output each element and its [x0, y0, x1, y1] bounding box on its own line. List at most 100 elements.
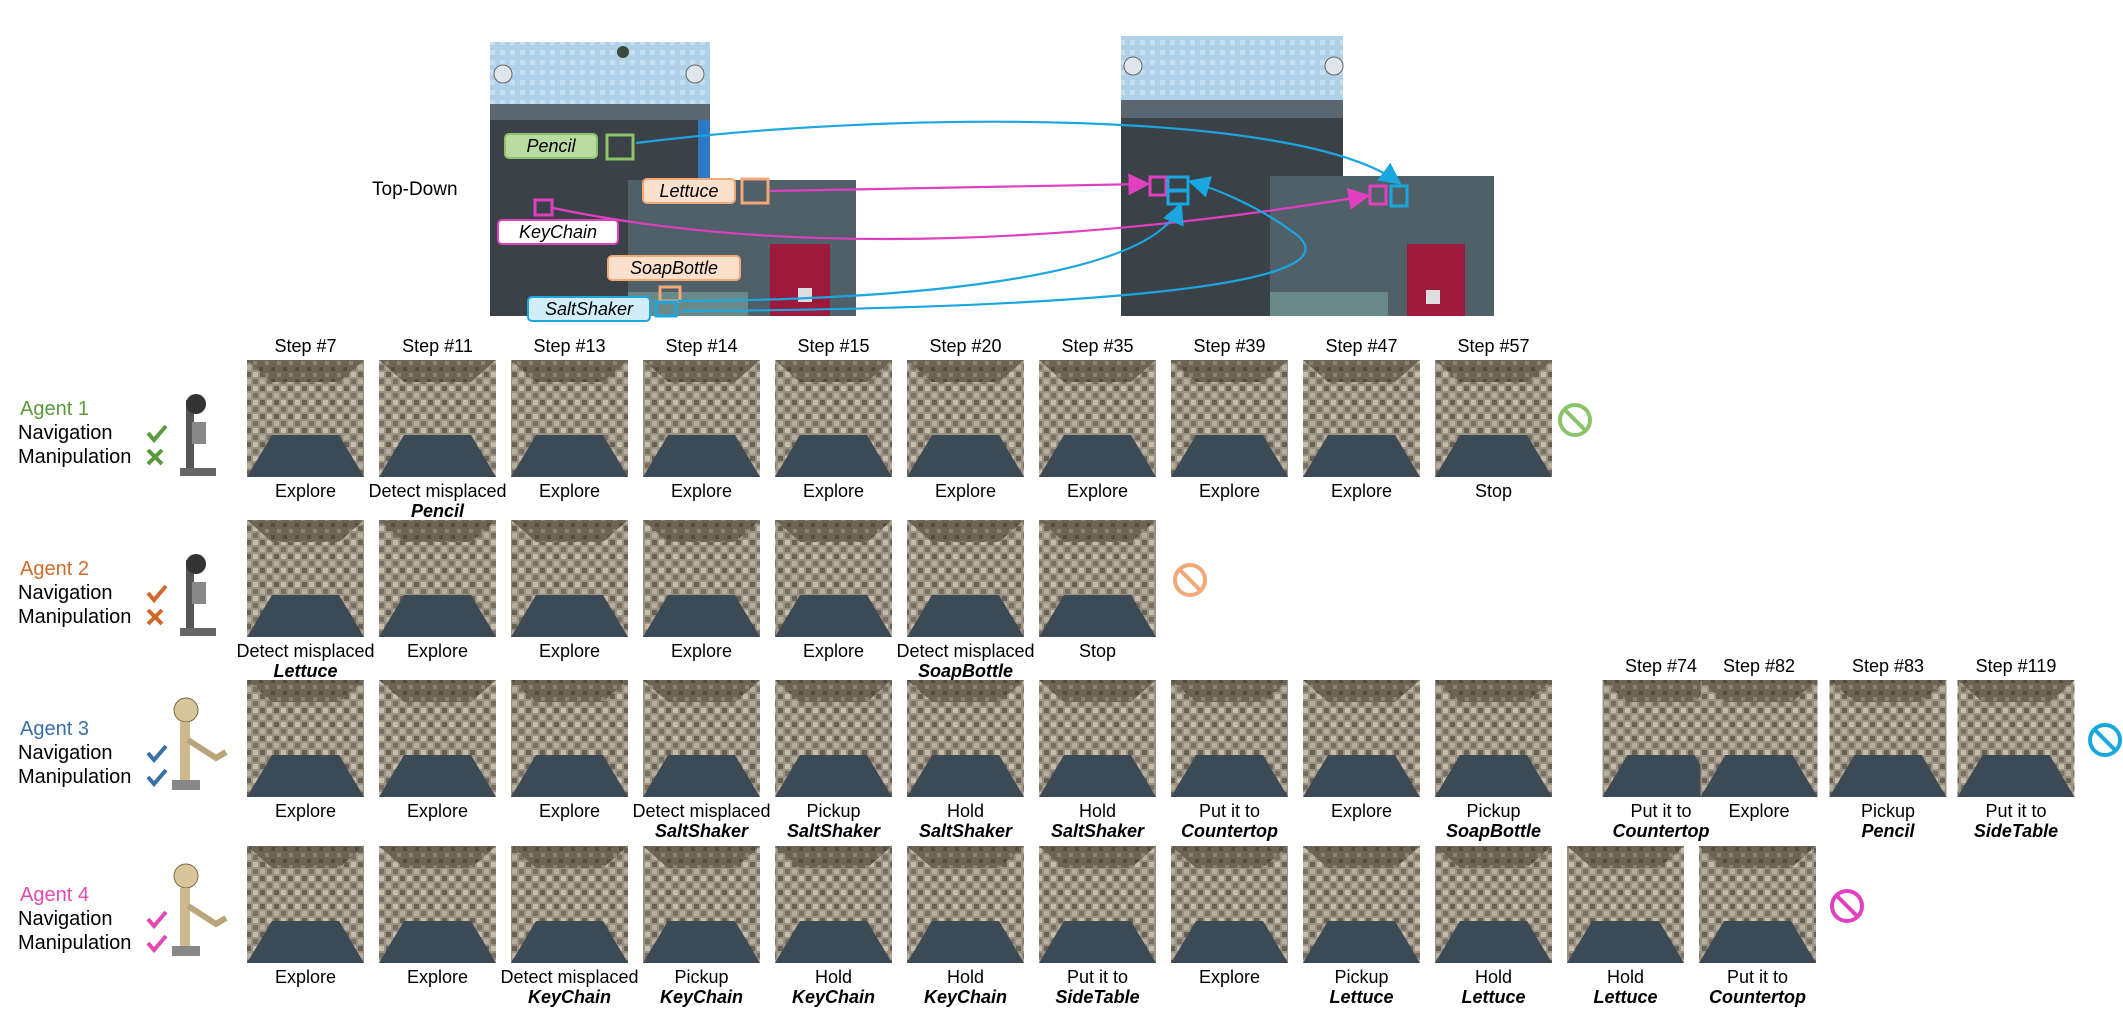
egocentric-frame	[643, 360, 760, 477]
action-label: Explore	[1199, 967, 1260, 987]
egocentric-frame	[1303, 360, 1420, 477]
action-label: Explore	[407, 967, 468, 987]
egocentric-frame	[907, 846, 1024, 963]
step-cell: Explore	[511, 680, 628, 821]
svg-text:SaltShaker: SaltShaker	[545, 299, 634, 319]
action-label: Hold	[1475, 967, 1512, 987]
check-icon	[146, 934, 168, 954]
action-label: Explore	[539, 481, 600, 501]
step-cell: Step #7 Explore	[247, 336, 364, 501]
object-tag-keychain: KeyChain	[497, 198, 619, 245]
navigation-label: Navigation	[18, 742, 113, 764]
agent-name: Agent 3	[20, 718, 89, 740]
step-cell: Explore	[379, 846, 496, 987]
object-tag-lettuce: Lettuce	[642, 177, 770, 205]
check-icon	[146, 910, 168, 930]
robot-stretch-icon	[180, 554, 216, 636]
action-label: Detect misplaced	[632, 801, 770, 821]
arrow-lettuce	[769, 173, 1151, 196]
step-cell: Explore	[511, 520, 628, 661]
object-label: Countertop	[1613, 821, 1710, 841]
step-cell: Explore	[643, 520, 760, 661]
egocentric-frame	[1700, 680, 1818, 797]
egocentric-frame	[511, 846, 628, 963]
object-label: Lettuce	[1329, 987, 1393, 1007]
cross-icon	[146, 608, 164, 626]
action-label: Hold	[1079, 801, 1116, 821]
manipulation-label: Manipulation	[18, 446, 131, 468]
manipulation-label: Manipulation	[18, 606, 131, 628]
object-label: Lettuce	[273, 661, 337, 681]
step-cell: Explore	[247, 680, 364, 821]
action-label: Explore	[275, 967, 336, 987]
stop-icon	[1830, 889, 1864, 923]
egocentric-frame	[1171, 360, 1288, 477]
step-number: Step #7	[274, 336, 336, 356]
manipulation-label: Manipulation	[18, 932, 131, 954]
egocentric-frame	[1435, 846, 1552, 963]
action-label: Stop	[1475, 481, 1512, 501]
action-label: Explore	[1331, 801, 1392, 821]
action-label: Pickup	[1334, 967, 1388, 987]
action-label: Detect misplaced	[896, 641, 1034, 661]
object-label: SoapBottle	[1446, 821, 1541, 841]
egocentric-frame	[1303, 846, 1420, 963]
action-label: Hold	[815, 967, 852, 987]
object-tag-soapbottle: SoapBottle	[607, 255, 741, 303]
manipulation-label: Manipulation	[18, 766, 131, 788]
action-label: Pickup	[1466, 801, 1520, 821]
step-number: Step #20	[929, 336, 1001, 356]
action-label: Pickup	[806, 801, 860, 821]
egocentric-frame	[1435, 360, 1552, 477]
arrow-keychain	[552, 188, 1371, 241]
action-label: Hold	[947, 801, 984, 821]
svg-text:Pencil: Pencil	[526, 136, 576, 156]
egocentric-frame	[1435, 680, 1552, 797]
topdown-map-goal	[1121, 36, 1494, 316]
action-label: Explore	[1067, 481, 1128, 501]
agent-name: Agent 1	[20, 398, 89, 420]
action-label: Explore	[275, 481, 336, 501]
object-label: KeyChain	[528, 987, 611, 1007]
egocentric-frame	[1699, 846, 1816, 963]
object-label: SoapBottle	[918, 661, 1013, 681]
object-label: SaltShaker	[787, 821, 881, 841]
object-label: Pencil	[411, 501, 465, 521]
arrow-saltshaker	[677, 201, 1184, 303]
topdown-label: Top-Down	[372, 179, 458, 200]
egocentric-frame	[775, 360, 892, 477]
action-label: Pickup	[1861, 801, 1915, 821]
step-number: Step #11	[402, 336, 473, 356]
action-label: Explore	[539, 641, 600, 661]
object-label: Countertop	[1709, 987, 1806, 1007]
action-label: Put it to	[1067, 967, 1128, 987]
cross-icon	[146, 448, 164, 466]
egocentric-frame	[1039, 846, 1156, 963]
action-label: Hold	[1607, 967, 1644, 987]
egocentric-frame	[907, 520, 1024, 637]
step-cell: Explore	[1171, 846, 1288, 987]
action-label: Detect misplaced	[368, 481, 506, 501]
egocentric-frame	[247, 360, 364, 477]
step-number: Step #39	[1193, 336, 1265, 356]
step-number: Step #119	[1976, 656, 2057, 676]
action-label: Put it to	[1630, 801, 1691, 821]
